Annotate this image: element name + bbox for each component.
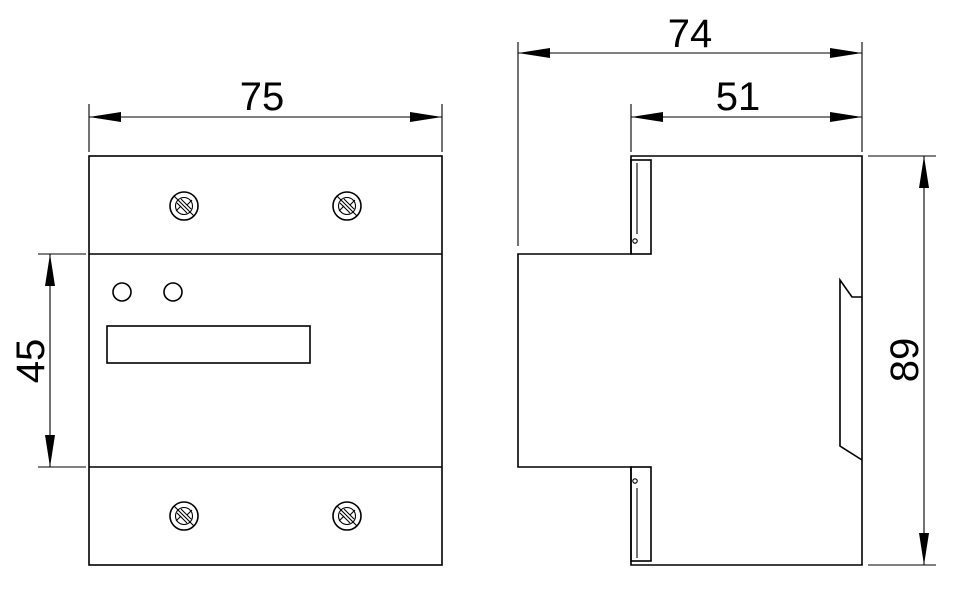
display-window <box>106 325 311 364</box>
dimension-label-45: 45 <box>9 339 53 384</box>
terminal-clamp-upper <box>630 159 652 255</box>
side-body-outline <box>517 155 863 566</box>
dimension-side-body-depth: 51 <box>630 75 862 152</box>
led-icon <box>163 282 183 302</box>
dimension-front-height: 45 <box>9 253 86 468</box>
terminal-clamp-lower <box>630 466 652 562</box>
dimension-front-width: 75 <box>88 75 443 152</box>
dimension-label-89: 89 <box>883 338 927 383</box>
dimension-side-height: 89 <box>868 155 936 566</box>
dimension-label-75: 75 <box>240 75 285 119</box>
led-icon <box>112 282 132 302</box>
side-view <box>517 155 863 566</box>
clamp-screw-icon <box>632 238 638 244</box>
dimension-side-total-depth: 74 <box>517 12 863 246</box>
dimension-label-74: 74 <box>668 12 713 56</box>
screw-icon <box>332 191 362 221</box>
front-view <box>88 155 443 566</box>
screw-icon <box>169 501 199 531</box>
screw-icon <box>169 191 199 221</box>
din-rail-clip <box>839 277 863 461</box>
screw-icon <box>332 501 362 531</box>
front-body-outline <box>88 155 443 566</box>
dimension-label-51: 51 <box>716 75 761 119</box>
clamp-screw-icon <box>632 478 638 484</box>
